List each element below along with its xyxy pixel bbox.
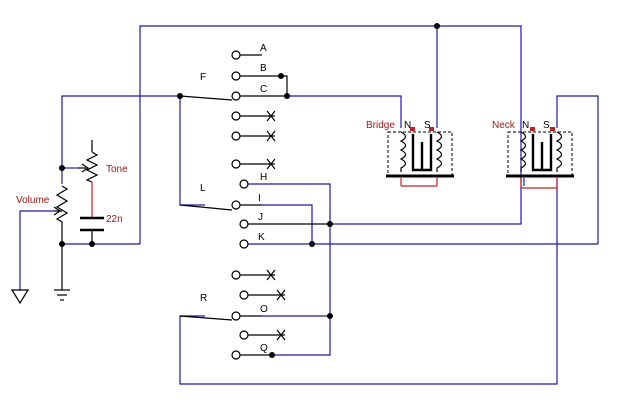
terminal-d	[231, 111, 241, 121]
switch-l-label: L	[200, 183, 206, 194]
switch-r-lever	[179, 315, 233, 321]
junction-dots	[59, 23, 440, 358]
terminal-label-c: C	[260, 84, 267, 95]
output-symbol	[10, 289, 30, 305]
capacitor: 22n	[80, 214, 123, 232]
terminal-label-h: H	[260, 172, 267, 183]
terminal-label-i: I	[258, 193, 261, 204]
terminal-label-k: K	[258, 232, 265, 243]
terminal-label-b: B	[260, 63, 267, 74]
terminal-c	[231, 91, 241, 101]
switch-r-label: R	[200, 293, 207, 304]
switch-f-label: F	[200, 72, 206, 83]
ground-symbol	[54, 289, 70, 301]
terminal-a	[231, 50, 241, 60]
switch-r: R O Q	[179, 269, 286, 360]
terminal-label-a: A	[260, 43, 267, 54]
switch-f-lever	[179, 95, 233, 101]
switch-l-lever	[179, 204, 233, 211]
bridge-s-label: S	[424, 120, 431, 131]
switch-l: L H I J K	[179, 158, 276, 249]
terminal-label-o: O	[260, 304, 268, 315]
bridge-label: Bridge	[366, 120, 395, 131]
terminal-label-q: Q	[260, 343, 268, 354]
neck-n-label: N	[522, 120, 529, 131]
bridge-n-label: N	[404, 120, 411, 131]
volume-label: Volume	[16, 195, 50, 206]
neck-label: Neck	[492, 120, 516, 131]
bridge-pickup: Bridge N S	[366, 120, 454, 187]
tone-pot: Tone	[78, 151, 128, 244]
cap-label: 22n	[106, 214, 123, 225]
wires	[19, 25, 599, 385]
tone-label: Tone	[106, 164, 128, 175]
terminal-label-j: J	[258, 212, 263, 223]
terminal-b	[231, 71, 241, 81]
terminal-e	[231, 131, 241, 141]
volume-pot: Volume	[16, 185, 69, 232]
neck-s-label: S	[543, 120, 550, 131]
black-wiring	[61, 75, 330, 356]
switch-f: F A B C	[179, 43, 287, 142]
neck-pickup: Neck N S	[492, 120, 574, 189]
